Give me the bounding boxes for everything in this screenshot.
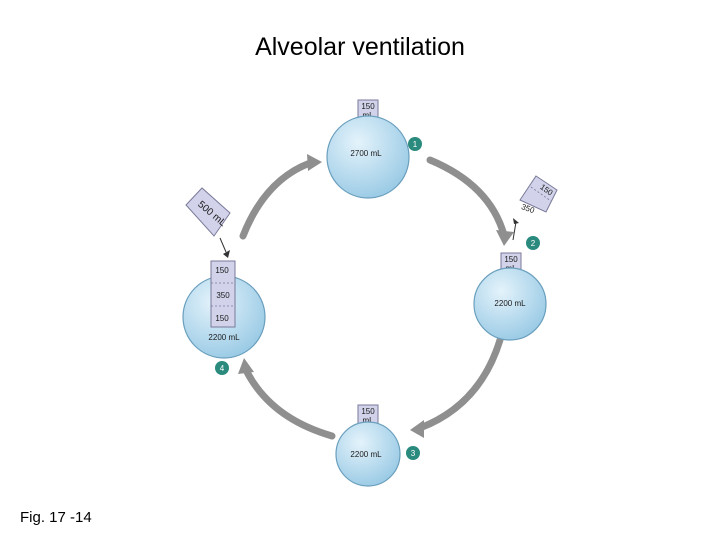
inhaled-air-column: 500 mL xyxy=(185,187,231,258)
step-number: 2 xyxy=(531,239,536,248)
dead-space-value: 150 xyxy=(361,102,375,111)
exhaled-air-column: 150 350 xyxy=(512,175,558,241)
column-mid-value: 350 xyxy=(216,291,230,300)
alveolar-volume: 2200 mL xyxy=(208,333,240,342)
step-badge xyxy=(215,361,229,375)
exhaled-inner-value: 350 xyxy=(520,202,536,215)
column-bottom-value: 150 xyxy=(215,314,229,323)
figure-label: Fig. 17 -14 xyxy=(20,509,92,526)
step-number: 3 xyxy=(411,449,416,458)
alveolus-circle xyxy=(326,115,410,199)
step-number: 4 xyxy=(220,364,225,373)
step-number: 1 xyxy=(413,140,418,149)
alveolus-step-2: 150 350 2 150 mL 2200 mL xyxy=(473,175,558,341)
alveolus-circle xyxy=(473,267,547,341)
column-top-value: 150 xyxy=(215,266,229,275)
alveolar-volume: 2200 mL xyxy=(494,299,526,308)
step-badge xyxy=(406,446,420,460)
alveolus-step-1: 150 mL 2700 mL 1 xyxy=(326,99,422,199)
dead-space-value: 150 xyxy=(361,407,375,416)
alveolar-volume: 2700 mL xyxy=(350,149,382,158)
cycle-arrow-4-to-1 xyxy=(239,154,322,240)
alveolus-step-3: 150 mL 2200 mL 3 xyxy=(335,404,420,487)
step-badge xyxy=(408,137,422,151)
alveolus-circle xyxy=(335,421,401,487)
alveolus-step-4: 500 mL 150 350 150 2200 mL 4 xyxy=(182,187,266,375)
cycle-arrow-3-to-4 xyxy=(238,358,336,440)
cycle-arrow-1-to-2 xyxy=(426,156,514,246)
dead-space-unit: mL xyxy=(362,416,374,425)
cycle-arrow-2-to-3 xyxy=(410,336,504,438)
dead-space-value: 150 xyxy=(504,255,518,264)
step-badge xyxy=(526,236,540,250)
alveolar-volume: 2200 mL xyxy=(350,450,382,459)
air-column-box xyxy=(210,260,236,328)
diagram-title: Alveolar ventilation xyxy=(255,33,465,61)
